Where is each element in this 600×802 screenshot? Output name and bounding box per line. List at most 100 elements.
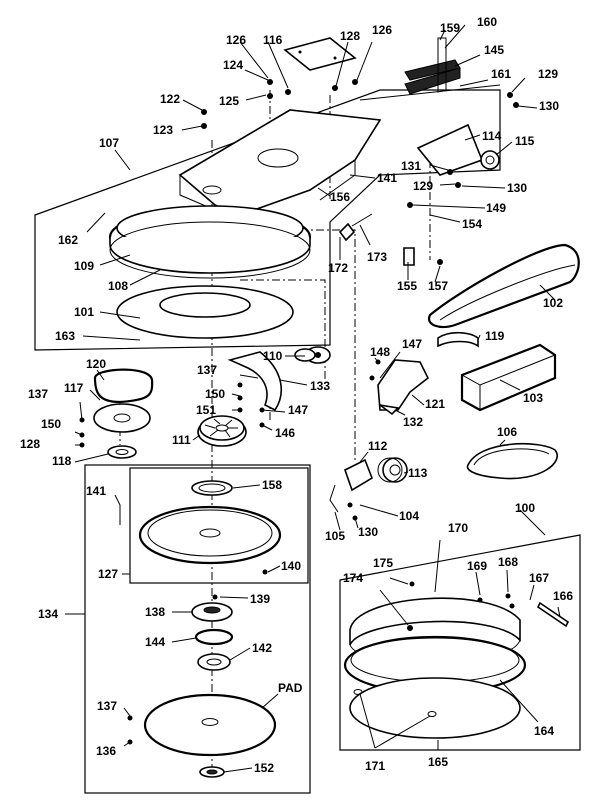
callout-126: 126 [372,23,392,37]
upper-housing [108,205,312,339]
callout-101: 101 [74,305,94,319]
callout-112: 112 [368,439,388,453]
callout-174: 174 [343,571,363,585]
callout-138: 138 [145,605,165,619]
pulley-110 [294,346,331,364]
callout-124: 124 [223,58,243,72]
sleeve-119 [437,331,479,348]
callout-labels: 160 159 126 116 128 126 145 124 129 161 … [20,15,573,775]
small-parts-right [338,213,443,266]
block-103 [460,343,557,412]
callout-147: 147 [288,403,308,417]
platen-127 [138,505,282,575]
callout-168: 168 [498,555,518,569]
lever-121 [369,359,430,416]
callout-163: 163 [55,329,75,343]
callout-155: 155 [397,279,417,293]
nut-152 [199,766,225,778]
hardware-100 [407,581,570,631]
pulley-113 [377,457,408,483]
callout-111: 111 [172,433,191,447]
callout-107: 107 [99,136,119,150]
callout-134: 134 [38,607,58,621]
callout-100: 100 [515,501,535,515]
bracket-112 [329,458,373,521]
callout-173: 173 [367,250,387,264]
callout-170: 170 [448,521,468,535]
callout-132: 132 [403,415,423,429]
callout-136: 136 [96,744,116,758]
callout-137: 137 [28,387,48,401]
callout-131: 131 [401,159,421,173]
callout-117: 117 [64,381,84,395]
leader-lines [65,24,561,773]
callout-166: 166 [553,589,573,603]
callout-128: 128 [340,29,360,43]
callout-145: 145 [484,43,504,57]
belt-106 [466,442,558,480]
callout-103: 103 [523,391,543,405]
callout-102: 102 [543,296,563,310]
callout-139: 139 [250,592,270,606]
callout-118: 118 [52,454,72,468]
seal-120 [93,368,154,404]
callout-106: 106 [497,425,517,439]
ring-158 [191,480,233,496]
callout-120: 120 [86,357,106,371]
callout-108: 108 [108,279,128,293]
callout-164: 164 [534,724,554,738]
callout-149: 149 [486,201,506,215]
callout-157: 157 [428,279,448,293]
washer-118 [107,445,137,459]
callout-137: 137 [97,699,117,713]
callout-152: 152 [254,761,274,775]
callout-119: 119 [485,329,505,343]
callout-147: 147 [402,337,422,351]
callout-129: 129 [538,67,558,81]
callout-104: 104 [399,509,419,523]
callout-172: 172 [328,261,348,275]
callout-125: 125 [219,94,239,108]
hub-138 [191,594,233,622]
callout-156: 156 [330,190,350,204]
callout-109: 109 [74,259,94,273]
disk-165 [349,677,521,739]
callout-142: 142 [252,641,272,655]
callout-140: 140 [281,559,301,573]
callout-127: 127 [98,567,118,581]
top-cover-plate [283,37,357,71]
callout-126: 126 [226,33,246,47]
disk-117 [93,403,151,433]
callout-159: 159 [440,21,460,35]
callout-151: 151 [196,403,216,417]
callout-113: 113 [408,466,428,480]
callout-171: 171 [365,759,385,773]
callout-130: 130 [539,99,559,113]
handle-cover [427,243,580,329]
callout-115: 115 [515,134,535,148]
callout-129: 129 [413,179,433,193]
callout-128: 128 [20,437,40,451]
callout-165: 165 [428,755,448,769]
guard-133 [227,351,282,412]
callout-154: 154 [462,217,482,231]
callout-121: 121 [425,397,445,411]
callout-105: 105 [325,529,345,543]
callout-116: 116 [263,33,283,47]
ring-144 [194,628,234,646]
callout-169: 169 [467,559,487,573]
callout-158: 158 [262,478,282,492]
callout-148: 148 [370,345,390,359]
callout-161: 161 [491,67,511,81]
callout-114: 114 [482,129,502,143]
callout-141: 141 [86,484,106,498]
spacer-142 [197,653,231,671]
callout-167: 167 [529,571,549,585]
callout-130: 130 [358,525,378,539]
callout-150: 150 [205,387,225,401]
callout-133: 133 [310,379,330,393]
callout-141: 141 [377,171,397,185]
callout-pad: PAD [278,681,303,695]
callout-150: 150 [41,417,61,431]
